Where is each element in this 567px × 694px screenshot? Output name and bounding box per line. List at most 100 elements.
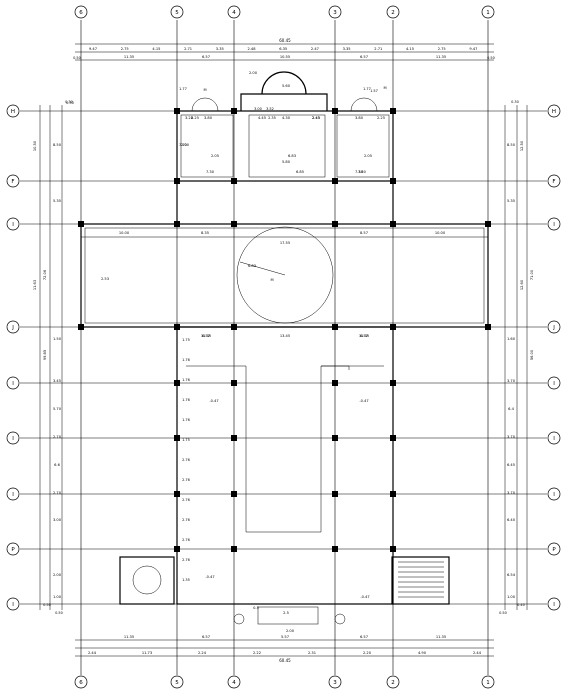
- misc-label: 3.00: [254, 107, 262, 111]
- misc-label: 1.77: [363, 87, 371, 91]
- dim-corner-mark: 0.30: [511, 100, 519, 104]
- grid-bubble: [170, 5, 184, 19]
- grid-bubble-label: 6: [79, 680, 83, 686]
- column: [332, 324, 338, 330]
- dome-circle: [236, 226, 334, 324]
- grid-bubble-label: 3: [333, 10, 337, 16]
- apse-walls: [240, 93, 328, 111]
- side-mark-label: 1.76: [182, 418, 190, 422]
- dim-right-outer: 12.60: [520, 279, 524, 290]
- dim-right-outer: 56.00: [530, 349, 534, 360]
- dim-bottom-row1: 6.57: [202, 635, 210, 639]
- grid-bubble: [74, 675, 88, 689]
- cross-hall-outline: [80, 223, 489, 328]
- column: [231, 546, 237, 552]
- grid-bubble-label: J: [11, 325, 14, 331]
- column: [390, 435, 396, 441]
- dim-top-overall: 60.45: [279, 38, 291, 43]
- grid-bubble: [6, 487, 20, 501]
- dim-top-row1: 4.15: [406, 47, 414, 51]
- dim-left-outer: 72.06: [43, 269, 47, 280]
- room-mark-label: 3.28: [185, 116, 194, 120]
- side-mark-label: 2.76: [182, 538, 190, 542]
- misc-label: 3.70: [179, 143, 187, 147]
- hall-dim-label: 8.35: [201, 231, 209, 235]
- grid-bubble-label: 3: [333, 680, 337, 686]
- grid-bubble-label: I: [553, 436, 555, 442]
- column: [332, 546, 338, 552]
- top-rooms-outline: [176, 110, 394, 182]
- dim-top-row1: 2.71: [374, 47, 382, 51]
- dim-bottom-row2: 2.44: [88, 651, 97, 655]
- dim-top-row1: 2.75: [438, 47, 446, 51]
- grid-bubble-label: 2: [391, 10, 395, 16]
- dim-bottom-row1: 11.35: [124, 635, 134, 639]
- entrance-column: [233, 613, 245, 625]
- column: [332, 108, 338, 114]
- entrance-steps: [257, 606, 319, 625]
- room-dim-label: 6.85: [296, 170, 304, 174]
- grid-bubble: [547, 431, 561, 445]
- dim-right-inner: 1.60: [507, 337, 516, 341]
- grid-bubble-label: 2: [391, 680, 395, 686]
- dim-right-inner: 3.70: [507, 491, 516, 495]
- grid-bubble: [6, 542, 20, 556]
- dim-top-row1: 2.71: [184, 47, 192, 51]
- column: [174, 221, 180, 227]
- columns: [78, 108, 491, 552]
- misc-label: 3.52: [266, 107, 274, 111]
- hall-dim-label: 6.57: [202, 334, 210, 338]
- column: [78, 324, 84, 330]
- dim-bottom-row2: 2.20: [363, 651, 372, 655]
- room-dim-label: 5.80: [282, 160, 291, 164]
- grid-bubble: [481, 675, 495, 689]
- grid-bubble-label: H: [11, 109, 15, 115]
- grid-bubble: [6, 597, 20, 611]
- side-mark-label: 1.76: [182, 358, 190, 362]
- column: [174, 435, 180, 441]
- grid-bubble-label: I: [12, 381, 14, 387]
- grid-bubble: [547, 597, 561, 611]
- stair-room: [391, 556, 450, 605]
- room-dim-label: 2.25: [191, 116, 199, 120]
- dim-top-row1: 2.75: [121, 47, 129, 51]
- grid-bubble-label: F: [552, 179, 555, 185]
- dim-bottom-row1: 11.35: [436, 635, 446, 639]
- dim-top-row1: 6.35: [279, 47, 287, 51]
- grid-bubble-label: 1: [486, 680, 490, 686]
- dim-bottom-row1: 6.57: [360, 635, 368, 639]
- dim-left-inner: 1.50: [53, 337, 62, 341]
- room-dim-label: 5.60: [282, 84, 291, 88]
- room-mark-label: 2.05: [211, 154, 219, 158]
- dim-right-inner: 6.54: [507, 573, 516, 577]
- dim-left-inner: 3.45: [53, 379, 61, 383]
- grid-bubble: [328, 5, 342, 19]
- dim-top-row1: 9.47: [469, 47, 477, 51]
- grid-bubble: [547, 217, 561, 231]
- misc-label: 1.57: [370, 89, 378, 93]
- grid-bubble: [386, 675, 400, 689]
- column: [390, 221, 396, 227]
- dim-top-end: 0.50: [487, 56, 495, 60]
- elevation-label: -0.47: [205, 575, 214, 579]
- dim-left-inner: 5.35: [53, 199, 61, 203]
- dim-top-row1: 2.48: [247, 47, 256, 51]
- dim-left-inner: 2.00: [53, 573, 62, 577]
- dim-top-row1: 3.35: [216, 47, 224, 51]
- misc-label: 0.30: [66, 101, 74, 105]
- apse-arch: [261, 71, 307, 95]
- font-circle: [132, 565, 162, 595]
- column: [231, 108, 237, 114]
- dim-bottom-row2: 2.31: [308, 651, 316, 655]
- room-dim-label: 7.30: [206, 170, 215, 174]
- dimension-lines: [39, 43, 528, 657]
- dim-left-outer: 99.85: [43, 350, 47, 360]
- grid-bubble-label: J: [552, 325, 555, 331]
- dim-top-row2: 6.57: [360, 55, 368, 59]
- grid-bubble: [547, 104, 561, 118]
- room-mark-label: M: [203, 88, 206, 92]
- column: [332, 380, 338, 386]
- grid-bubble: [74, 5, 88, 19]
- grid-bubble-label: I: [553, 492, 555, 498]
- elevation-label: -0.47: [359, 399, 368, 403]
